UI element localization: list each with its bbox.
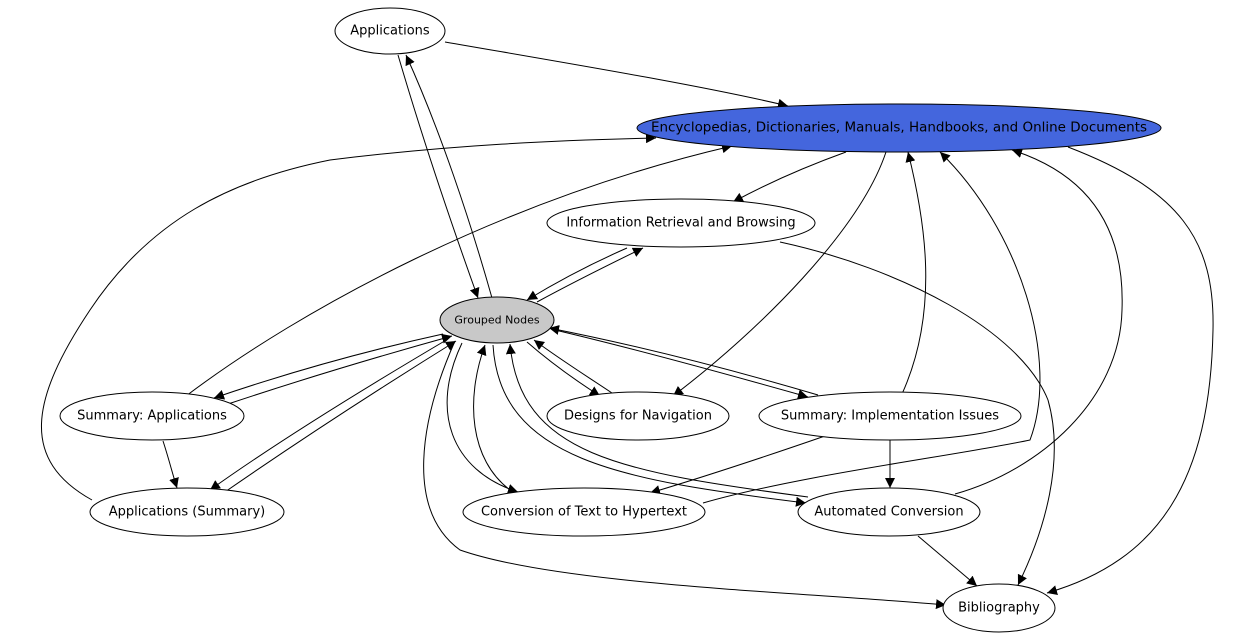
edge-info-retrieval-to-bibliography [779,241,1055,586]
edge-summary-impl-to-encyclopedias [901,151,927,395]
node-grouped-label: Grouped Nodes [454,314,539,327]
node-encyclopedias[interactable]: Encyclopedias, Dictionaries, Manuals, Ha… [636,103,1162,153]
edge-grouped-to-automated [492,344,807,507]
node-designs-nav[interactable]: Designs for Navigation [546,391,730,441]
node-conversion-label: Conversion of Text to Hypertext [481,505,687,520]
node-info-retrieval-label: Information Retrieval and Browsing [566,216,795,231]
edge-summary-apps-to-apps-summary [162,440,179,489]
edge-grouped-to-applications [405,54,493,299]
edge-encyclopedias-to-info-retrieval [732,151,847,203]
edge-grouped-to-designs [526,341,601,397]
node-summary-impl[interactable]: Summary: Implementation Issues [758,391,1022,441]
edge-conversion-to-encyclopedias [702,151,1041,504]
node-apps-summary[interactable]: Applications (Summary) [89,487,285,537]
edge-encyclopedias-to-designs [672,151,887,397]
edge-grouped-to-bibliography [423,340,947,610]
edge-info-retrieval-to-grouped [526,247,628,301]
edge-designs-to-grouped [533,339,613,394]
node-automated[interactable]: Automated Conversion [797,487,981,537]
node-info-retrieval[interactable]: Information Retrieval and Browsing [546,198,816,248]
edge-automated-to-encyclopedias [954,148,1123,495]
node-encyclopedias-label: Encyclopedias, Dictionaries, Manuals, Ha… [651,121,1147,136]
node-designs-nav-shape [546,391,730,441]
edge-apps-summary-to-grouped [221,340,457,495]
edge-grouped-to-conversion [446,342,519,494]
node-summary-impl-shape [758,391,1022,441]
edge-grouped-to-summary-impl [554,329,809,400]
edge-encyclopedias-to-bibliography [1046,146,1214,595]
node-bibliography[interactable]: Bibliography [942,583,1056,633]
node-apps-summary-label: Applications (Summary) [109,505,266,520]
node-summary-impl-label: Summary: Implementation Issues [781,409,999,424]
edge-summary-apps-to-encyclopedias [185,143,733,397]
edges [41,41,1214,610]
node-conversion-shape [462,487,706,537]
edge-applications-to-grouped [397,54,480,299]
node-conversion[interactable]: Conversion of Text to Hypertext [462,487,706,537]
edge-automated-to-bibliography [917,535,978,587]
node-grouped[interactable]: Grouped Nodes [439,296,555,344]
node-designs-nav-label: Designs for Navigation [564,409,712,424]
edge-automated-to-grouped [505,343,809,498]
node-apps-summary-shape [89,487,285,537]
node-summary-apps-label: Summary: Applications [77,409,227,424]
node-automated-shape [797,487,981,537]
node-automated-label: Automated Conversion [814,505,963,520]
node-bibliography-shape [942,583,1056,633]
edge-summary-impl-to-conversion [649,435,826,495]
edge-apps-summary-to-encyclopedias [41,133,657,501]
node-encyclopedias-shape [636,103,1162,153]
node-info-retrieval-shape [546,198,816,248]
edge-grouped-to-summary-apps [213,333,444,400]
edge-grouped-to-info-retrieval [536,247,644,303]
node-summary-apps-shape [59,391,245,441]
edge-grouped-to-apps-summary [209,338,449,491]
node-applications[interactable]: Applications [334,7,446,55]
node-summary-apps[interactable]: Summary: Applications [59,391,245,441]
node-applications-label: Applications [350,24,430,39]
node-grouped-shape [439,296,555,344]
node-applications-shape [334,7,446,55]
edge-summary-apps-to-grouped [227,333,453,405]
node-bibliography-label: Bibliography [958,601,1040,616]
nodes: Applications Encyclopedias, Dictionaries… [59,7,1162,633]
edge-conversion-to-grouped [473,344,511,491]
edge-applications-to-encyclopedias [444,41,789,109]
edge-summary-impl-to-grouped [548,325,819,396]
